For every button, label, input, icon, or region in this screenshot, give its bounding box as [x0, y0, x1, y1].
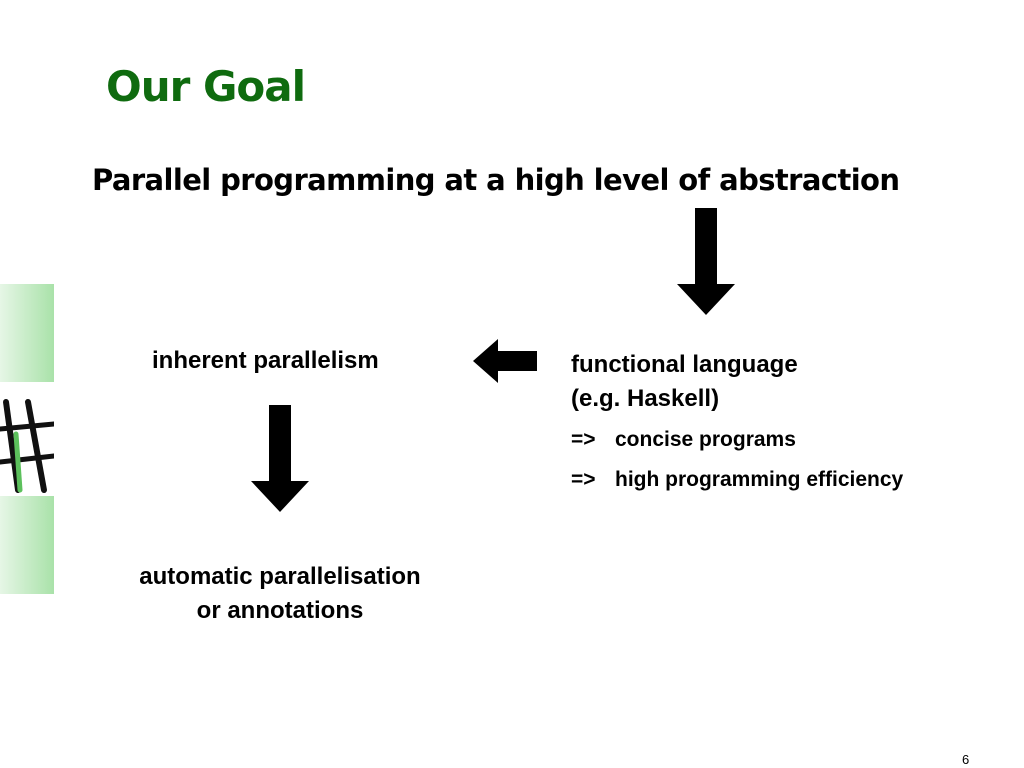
hash-logo-icon: [0, 399, 54, 493]
haskell-example-line: (e.g. Haskell): [571, 385, 720, 412]
node-inherent-parallelism: inherent parallelism: [152, 347, 379, 374]
slide-title: Our Goal: [106, 62, 306, 111]
arrow-left-to-inherent-icon: [473, 339, 537, 383]
bullet-programming-efficiency: => high programming efficiency: [571, 468, 903, 492]
annotations-line: or annotations: [196, 597, 364, 624]
implies-marker: =>: [571, 428, 596, 451]
node-functional-language: functional language (e.g. Haskell): [571, 348, 798, 416]
slide-subtitle: Parallel programming at a high level of …: [92, 163, 900, 197]
automatic-parallelisation-line: automatic parallelisation: [139, 563, 421, 590]
node-automatic-parallelisation: automatic parallelisation or annotations: [106, 560, 454, 628]
page-number: 6: [962, 752, 970, 767]
functional-language-line: functional language: [571, 351, 798, 378]
bullet-text: concise programs: [615, 428, 796, 451]
arrow-down-to-automatic-icon: [251, 405, 309, 512]
bullet-concise-programs: => concise programs: [571, 428, 796, 452]
arrow-down-to-functional-icon: [677, 208, 735, 315]
decorative-logo-strip: [0, 284, 54, 594]
bullet-text: high programming efficiency: [615, 468, 904, 491]
implies-marker: =>: [571, 468, 596, 491]
